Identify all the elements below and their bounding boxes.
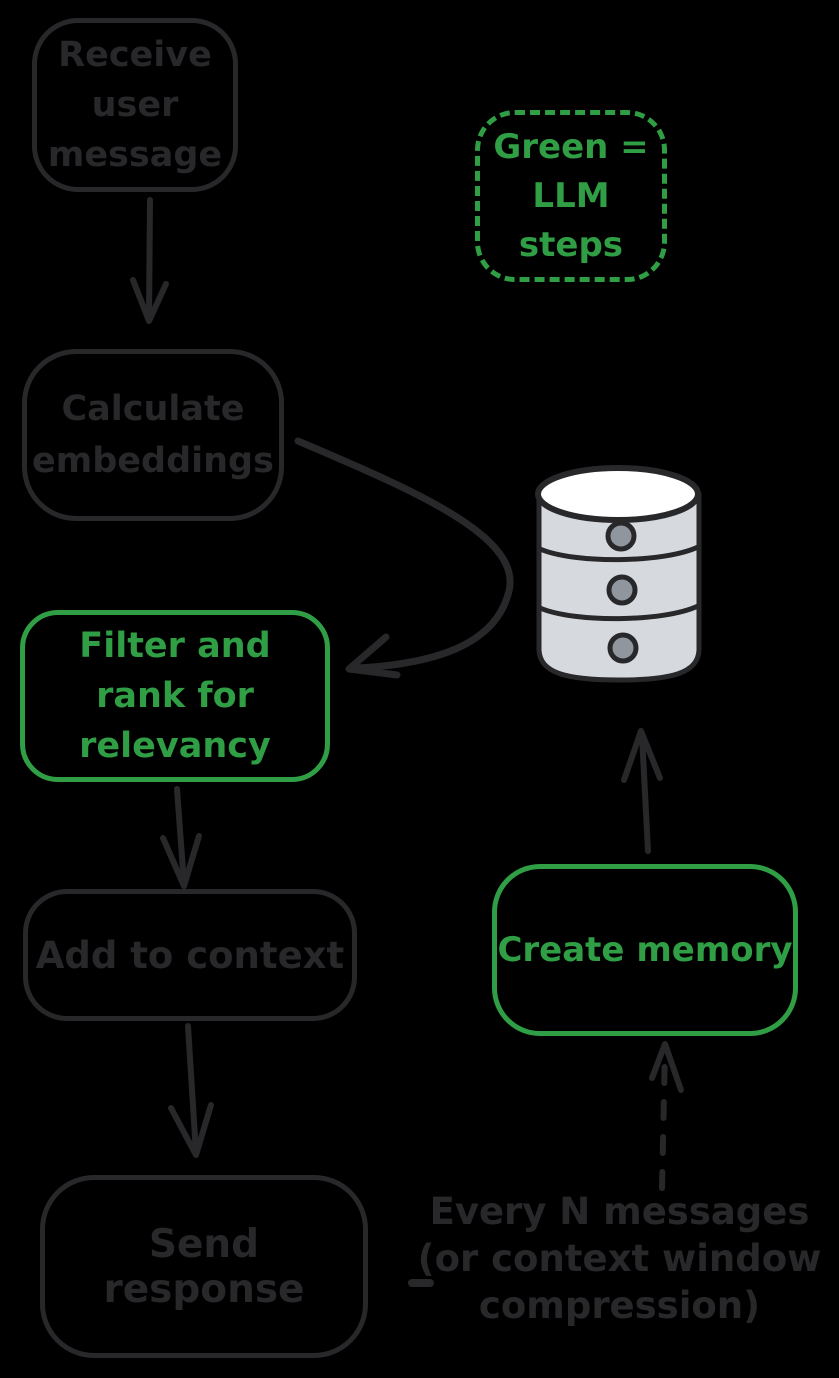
arrow-receive-to-calculate — [130, 197, 169, 324]
node-label: Filter and rank for relevancy — [79, 626, 271, 766]
caption-every-n-messages: Every N messages (or context window comp… — [417, 1190, 822, 1327]
node-create-memory: Create memory — [492, 864, 798, 1036]
node-receive-user-message: Receive user message — [32, 18, 238, 192]
arrow-create-to-database — [621, 728, 663, 854]
arrow-filter-to-add — [160, 786, 202, 889]
node-label: Create memory — [497, 930, 793, 970]
node-calculate-embeddings: Calculate embeddings — [22, 349, 284, 521]
arrow-calculate-to-filter — [294, 437, 514, 679]
legend-label: Green = LLM steps — [493, 126, 649, 265]
node-label: Send response — [103, 1221, 305, 1312]
node-send-response: Send response — [40, 1175, 368, 1358]
node-label: Calculate embeddings — [32, 389, 274, 481]
node-add-to-context: Add to context — [23, 889, 357, 1021]
legend-llm-steps: Green = LLM steps — [475, 110, 667, 282]
node-label: Add to context — [35, 933, 345, 977]
arrow-add-to-send — [168, 1023, 214, 1158]
arrow-caption-to-create — [649, 1041, 684, 1191]
node-filter-and-rank: Filter and rank for relevancy — [20, 610, 330, 782]
database-cylinder-icon — [535, 465, 702, 683]
node-label: Receive user message — [47, 35, 223, 175]
